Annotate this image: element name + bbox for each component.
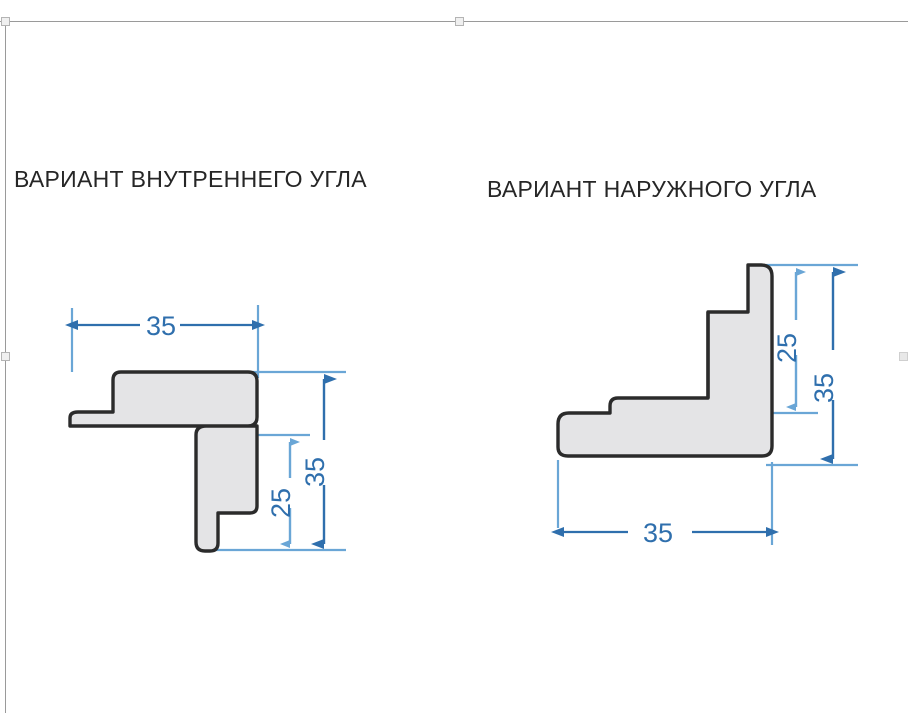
page-handle-top-middle[interactable] [455, 17, 464, 26]
inner-corner-profile: 35 25 35 [65, 305, 346, 553]
page-border-top [0, 21, 908, 22]
outer-dim-35: 35 [809, 267, 846, 464]
outer-corner-title: ВАРИАНТ НАРУЖНОГО УГЛА [487, 176, 817, 202]
inner-dim-35-label: 35 [300, 457, 330, 487]
inner-dim-top-35-label: 35 [146, 311, 176, 341]
inner-dim-top-35: 35 [65, 311, 265, 341]
page-border-left [5, 22, 6, 713]
outer-dim-bottom-35-label: 35 [643, 518, 673, 548]
outer-dim-bottom-35: 35 [551, 518, 779, 548]
page-handle-top-left[interactable] [1, 17, 10, 26]
page-handle-left-middle[interactable] [1, 352, 10, 361]
inner-corner-shape [68, 370, 259, 553]
inner-dim-25: 25 [266, 438, 300, 548]
inner-corner-title: ВАРИАНТ ВНУТРЕННЕГО УГЛА [14, 166, 367, 192]
inner-dim-35: 35 [300, 374, 337, 549]
outer-dim-25-label: 25 [772, 333, 802, 363]
outer-corner-profile: 35 25 35 [551, 263, 858, 548]
outer-dim-25: 25 [772, 268, 806, 411]
outer-corner-shape-outline [556, 263, 774, 458]
inner-dim-25-label: 25 [266, 488, 296, 518]
outer-dim-35-label: 35 [809, 373, 839, 403]
